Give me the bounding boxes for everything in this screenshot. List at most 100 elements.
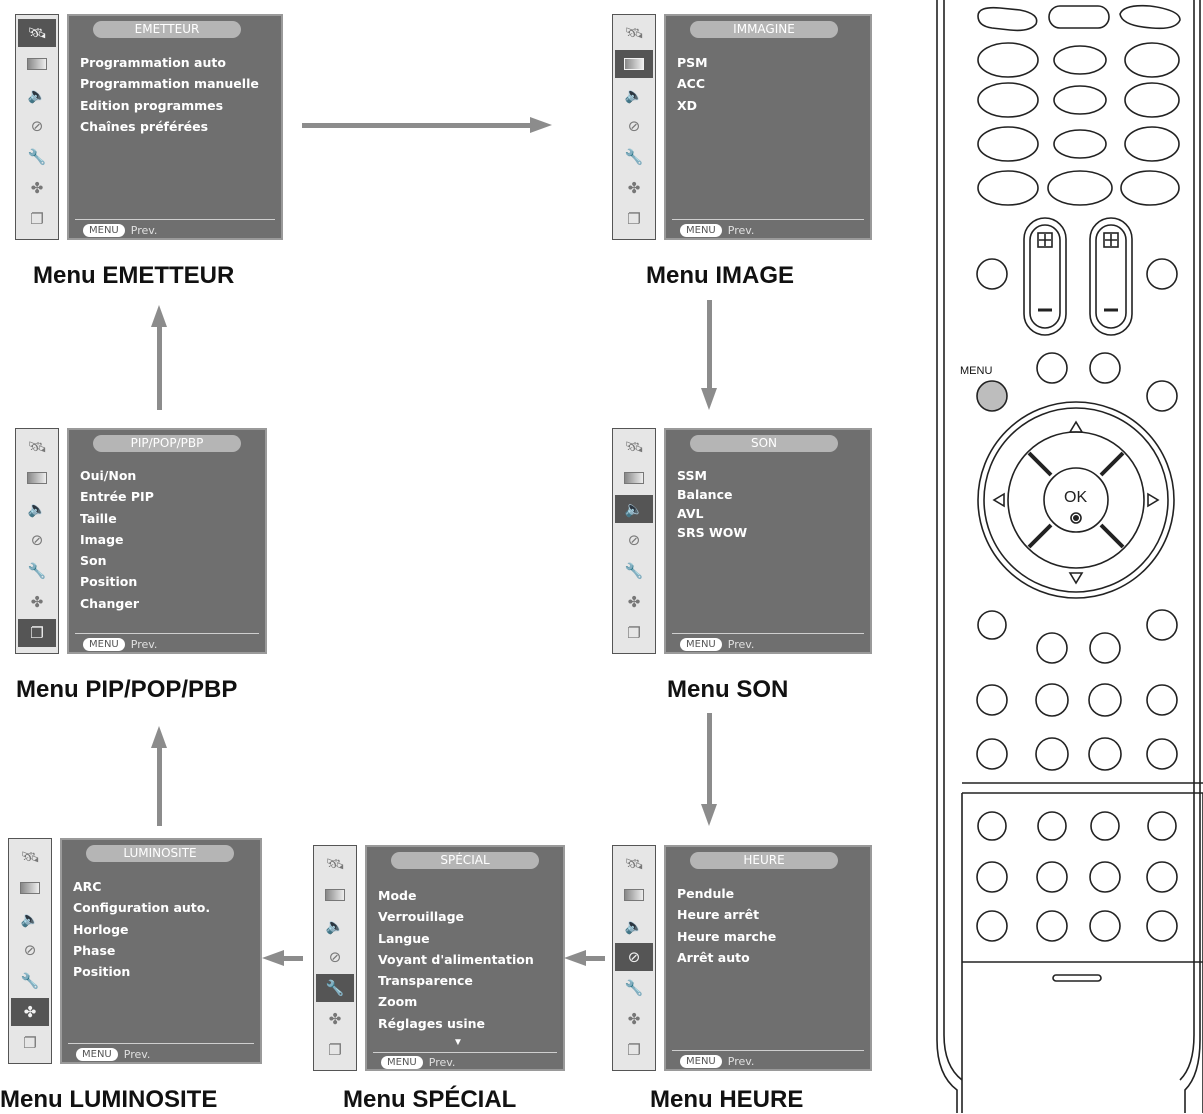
menu-item[interactable]: Phase (73, 942, 116, 958)
menu-footer: MENU Prev. (76, 1048, 150, 1061)
menu-item[interactable]: AVL (677, 506, 704, 521)
speaker-icon: 🔈 (27, 500, 47, 518)
menu-item[interactable]: Réglages usine (378, 1015, 485, 1031)
pip-icon: ❐ (627, 1041, 641, 1059)
divider (373, 1052, 557, 1053)
arrow-head-up (151, 305, 167, 327)
arrow-left (585, 956, 605, 961)
menu-item[interactable]: Taille (80, 510, 117, 526)
brightness-icon: ✤ (30, 593, 44, 611)
menu-item[interactable]: Heure arrêt (677, 907, 760, 923)
brightness-icon: ✤ (627, 179, 641, 197)
menu-item[interactable]: Arrêt auto (677, 949, 750, 965)
menu-item[interactable]: ARC (73, 879, 102, 894)
picture-icon (615, 881, 653, 909)
menu-item[interactable]: SSM (677, 468, 707, 483)
menu-item[interactable]: Balance (677, 487, 733, 502)
prev-label: Prev. (727, 1055, 755, 1068)
menu-footer: MENU Prev. (381, 1056, 455, 1069)
menu-item[interactable]: ACC (677, 76, 706, 92)
menu-panel: LUMINOSITE ARC Configuration auto. Horlo… (60, 838, 262, 1064)
menu-item[interactable]: Son (80, 553, 107, 569)
menu-item[interactable]: Oui/Non (80, 468, 137, 483)
menu-item[interactable]: Zoom (378, 994, 418, 1010)
menu-title: SON (690, 435, 838, 452)
menu-footer: MENU Prev. (83, 224, 157, 237)
remote-menu-label: MENU (960, 365, 993, 377)
menu-item[interactable]: Transparence (378, 973, 473, 989)
picture-icon (11, 874, 49, 902)
clock-icon: ⊘ (30, 117, 44, 135)
menu-key-badge: MENU (381, 1056, 423, 1069)
menu-item[interactable]: Programmation manuelle (80, 76, 259, 92)
menu-item[interactable]: Changer (80, 595, 139, 611)
arrow-right (302, 123, 532, 128)
pip-icon: ❐ (627, 624, 641, 642)
menu-item[interactable]: Langue (378, 930, 430, 946)
speaker-icon: 🔈 (27, 86, 47, 104)
icon-bar: 🛰 🔈 ⊘ 🔧 ✤ ❐ (8, 838, 52, 1064)
menu-item[interactable]: Chaînes préférées (80, 118, 209, 134)
caption-special: Menu SPÉCIAL (343, 1086, 517, 1113)
prev-label: Prev. (428, 1056, 456, 1069)
menu-title: LUMINOSITE (86, 845, 234, 862)
menu-item[interactable]: Position (73, 964, 131, 980)
caption-luminosite: Menu LUMINOSITE (0, 1086, 218, 1113)
brightness-icon: ✤ (627, 593, 641, 611)
menu-item[interactable]: Programmation auto (80, 55, 226, 70)
satellite-dish-icon: 🛰 (20, 848, 40, 866)
picture-icon (18, 464, 56, 492)
menu-key-badge: MENU (76, 1048, 118, 1061)
speaker-icon: 🔈 (325, 917, 345, 935)
arrow-head-down (701, 388, 717, 410)
divider (75, 219, 275, 220)
menu-item[interactable]: Verrouillage (378, 909, 464, 925)
menu-footer: MENU Prev. (83, 638, 157, 651)
wrench-icon: 🔧 (624, 148, 644, 166)
menu-item[interactable]: Voyant d'alimentation (378, 951, 534, 967)
arrow-left (283, 956, 303, 961)
prev-label: Prev. (130, 638, 158, 651)
pip-icon: ❐ (30, 210, 44, 228)
menu-item[interactable]: Mode (378, 888, 417, 903)
pip-icon: ❐ (18, 619, 56, 647)
menu-footer: MENU Prev. (680, 224, 754, 237)
menu-key-badge: MENU (680, 1055, 722, 1068)
satellite-dish-icon: 🛰 (325, 855, 345, 873)
divider (672, 1050, 864, 1051)
menu-item[interactable]: PSM (677, 55, 708, 70)
menu-item[interactable]: Horloge (73, 921, 129, 937)
menu-item[interactable]: SRS WOW (677, 525, 748, 540)
pip-icon: ❐ (328, 1041, 342, 1059)
arrow-down (707, 713, 712, 806)
icon-bar: 🛰 🔈 ⊘ 🔧 ✤ ❐ (313, 845, 357, 1071)
wrench-icon: 🔧 (624, 562, 644, 580)
menu-item[interactable]: Heure marche (677, 928, 777, 944)
brightness-icon: ✤ (328, 1010, 342, 1028)
menu-item[interactable]: Edition programmes (80, 97, 224, 113)
satellite-dish-icon: 🛰 (624, 24, 644, 42)
menu-item[interactable]: Position (80, 574, 138, 590)
menu-button[interactable] (976, 380, 1008, 412)
ok-dot-icon (1073, 515, 1079, 521)
menu-item[interactable]: Image (80, 531, 124, 547)
wrench-icon: 🔧 (27, 148, 47, 166)
menu-key-badge: MENU (83, 224, 125, 237)
divider (68, 1043, 254, 1044)
brightness-icon: ✤ (627, 1010, 641, 1028)
menu-footer: MENU Prev. (680, 1055, 754, 1068)
menu-item[interactable]: XD (677, 97, 698, 113)
brightness-icon: ✤ (11, 998, 49, 1026)
satellite-dish-icon: 🛰 (18, 19, 56, 47)
arrow-down (707, 300, 712, 390)
icon-bar: 🛰 🔈 ⊘ 🔧 ✤ ❐ (15, 428, 59, 654)
menu-item[interactable]: Entrée PIP (80, 489, 154, 505)
ok-button-label[interactable]: OK (1064, 489, 1087, 506)
arrow-up (157, 746, 162, 826)
menu-item[interactable]: Configuration auto. (73, 900, 211, 916)
menu-panel: HEURE Pendule Heure arrêt Heure marche A… (664, 845, 872, 1071)
scroll-down-indicator[interactable]: ▼ (453, 1037, 463, 1048)
remote-button-grid (976, 42, 1180, 982)
menu-item[interactable]: Pendule (677, 886, 735, 901)
